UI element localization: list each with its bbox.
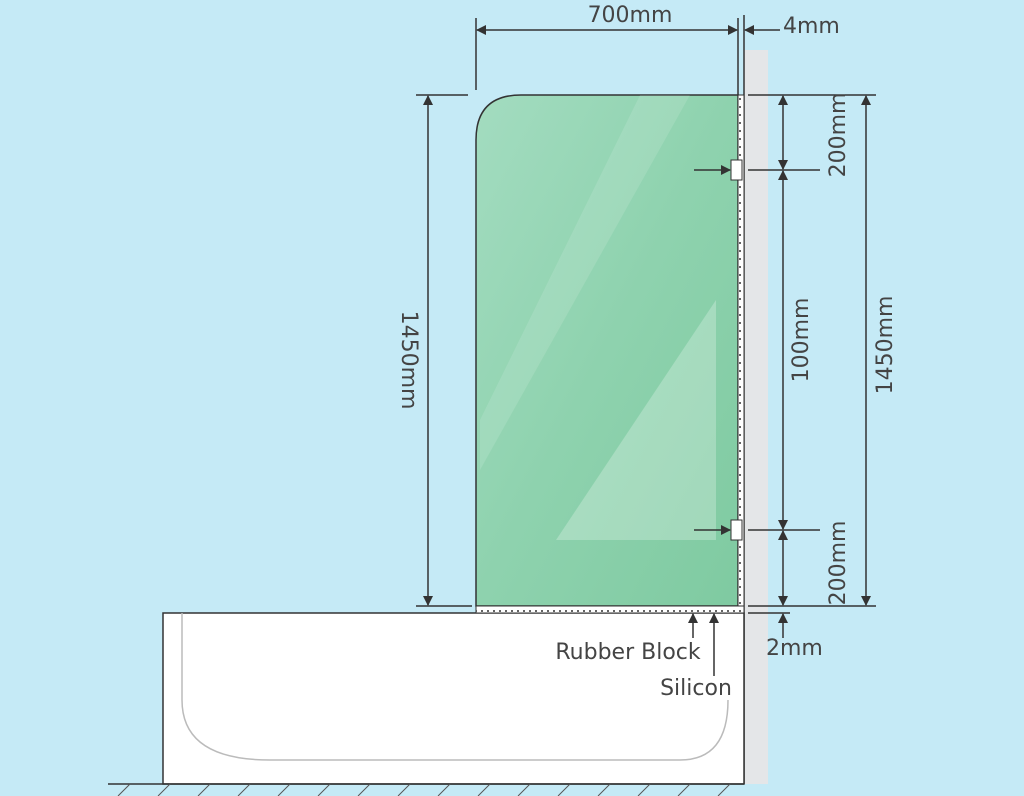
bracket-spacing-label: 100mm [789,298,814,383]
top-bracket [730,159,743,181]
silicon-seal-bottom [475,605,745,614]
left-height-dimension [416,94,472,607]
rubber-block-label: Rubber Block [555,640,701,665]
floor [108,783,744,796]
bathtub [162,612,745,785]
thickness-label: 4mm [783,14,840,39]
top-offset-label: 200mm [826,93,851,178]
bottom-bracket [730,519,743,541]
width-dimension [475,18,739,95]
bottom-offset-label: 200mm [826,521,851,606]
right-dimensions [748,94,876,638]
silicon-label: Silicon [660,676,732,701]
wall [744,50,768,784]
gap-label: 2mm [766,636,823,661]
left-height-label: 1450mm [396,311,421,410]
width-label: 700mm [588,3,673,28]
right-height-label: 1450mm [873,296,898,395]
